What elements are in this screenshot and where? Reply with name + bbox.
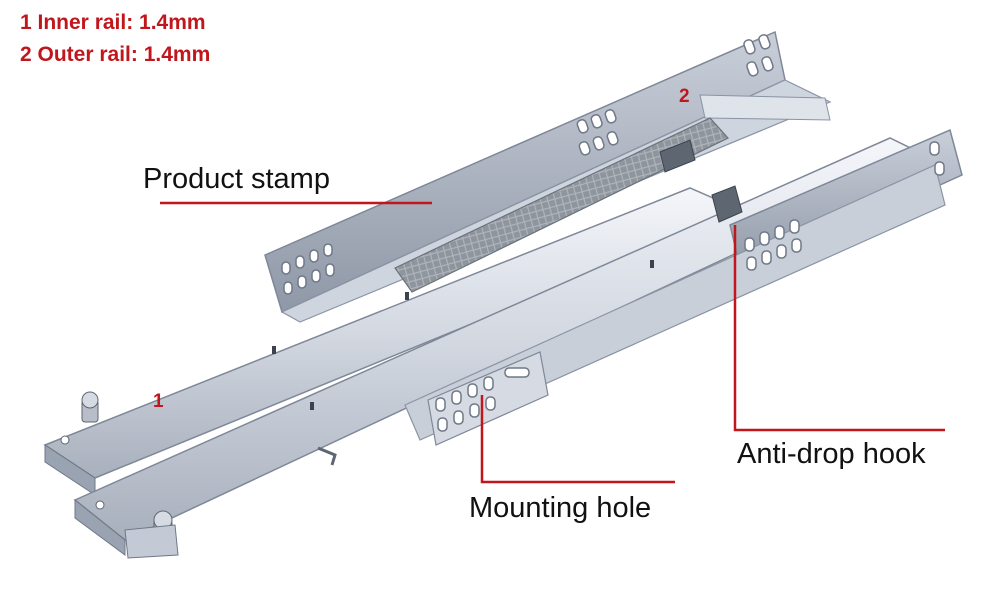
inner-rail-1	[43, 128, 963, 559]
callout-anti-drop-hook: Anti-drop hook	[737, 438, 926, 470]
lever-pin	[317, 446, 337, 466]
anti-drop-hook-part	[711, 185, 743, 223]
mounting-holes	[435, 141, 945, 432]
outer-rail-damper-pad	[394, 117, 729, 293]
spec-inner-rail: 1 Inner rail: 1.4mm	[20, 11, 206, 34]
leader-anti-drop-hook	[733, 225, 945, 432]
inner-rail-lower-side	[74, 498, 126, 556]
outer-rail-top-guide	[699, 94, 831, 121]
outer-rail-latch	[659, 139, 696, 173]
part-number-inner: 1	[153, 391, 164, 412]
outer-rail-back-holes	[281, 34, 774, 295]
rail-slots	[272, 260, 654, 410]
outer-rail-2	[264, 30, 832, 323]
front-lock-knob-upper	[81, 391, 99, 423]
front-end-tab	[124, 524, 179, 559]
spec-outer-rail: 2 Outer rail: 1.4mm	[20, 43, 211, 66]
part-number-outer: 2	[679, 86, 690, 107]
callout-product-stamp: Product stamp	[143, 163, 330, 195]
callout-mounting-hole: Mounting hole	[469, 492, 652, 524]
leader-mounting-hole	[480, 395, 675, 484]
callout-leaders	[160, 201, 945, 484]
